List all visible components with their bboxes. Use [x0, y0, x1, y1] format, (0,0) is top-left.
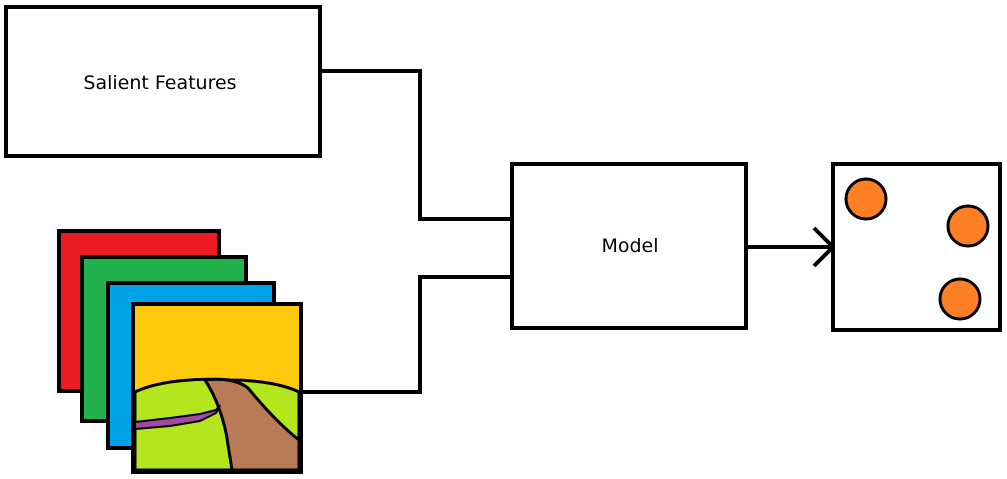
- scene-river: [134, 404, 221, 431]
- scene-road: [202, 377, 301, 472]
- output-point: [938, 277, 982, 321]
- model-node: Model: [510, 162, 748, 330]
- connector-features-to-model: [320, 69, 512, 221]
- scene-image-layer: [131, 302, 303, 474]
- output-point: [844, 177, 888, 221]
- input-image-stack: [57, 229, 303, 474]
- model-label: Model: [601, 235, 658, 257]
- scene-frame: [131, 302, 303, 474]
- salient-features-box: [4, 5, 322, 158]
- output-node: [831, 162, 1002, 332]
- output-point: [946, 204, 990, 248]
- salient-features-node: Salient Features: [4, 5, 322, 158]
- output-arrow: [746, 226, 836, 268]
- connector-images-to-model: [300, 275, 512, 394]
- salient-features-label: Salient Features: [83, 72, 236, 94]
- model-box: [510, 162, 748, 330]
